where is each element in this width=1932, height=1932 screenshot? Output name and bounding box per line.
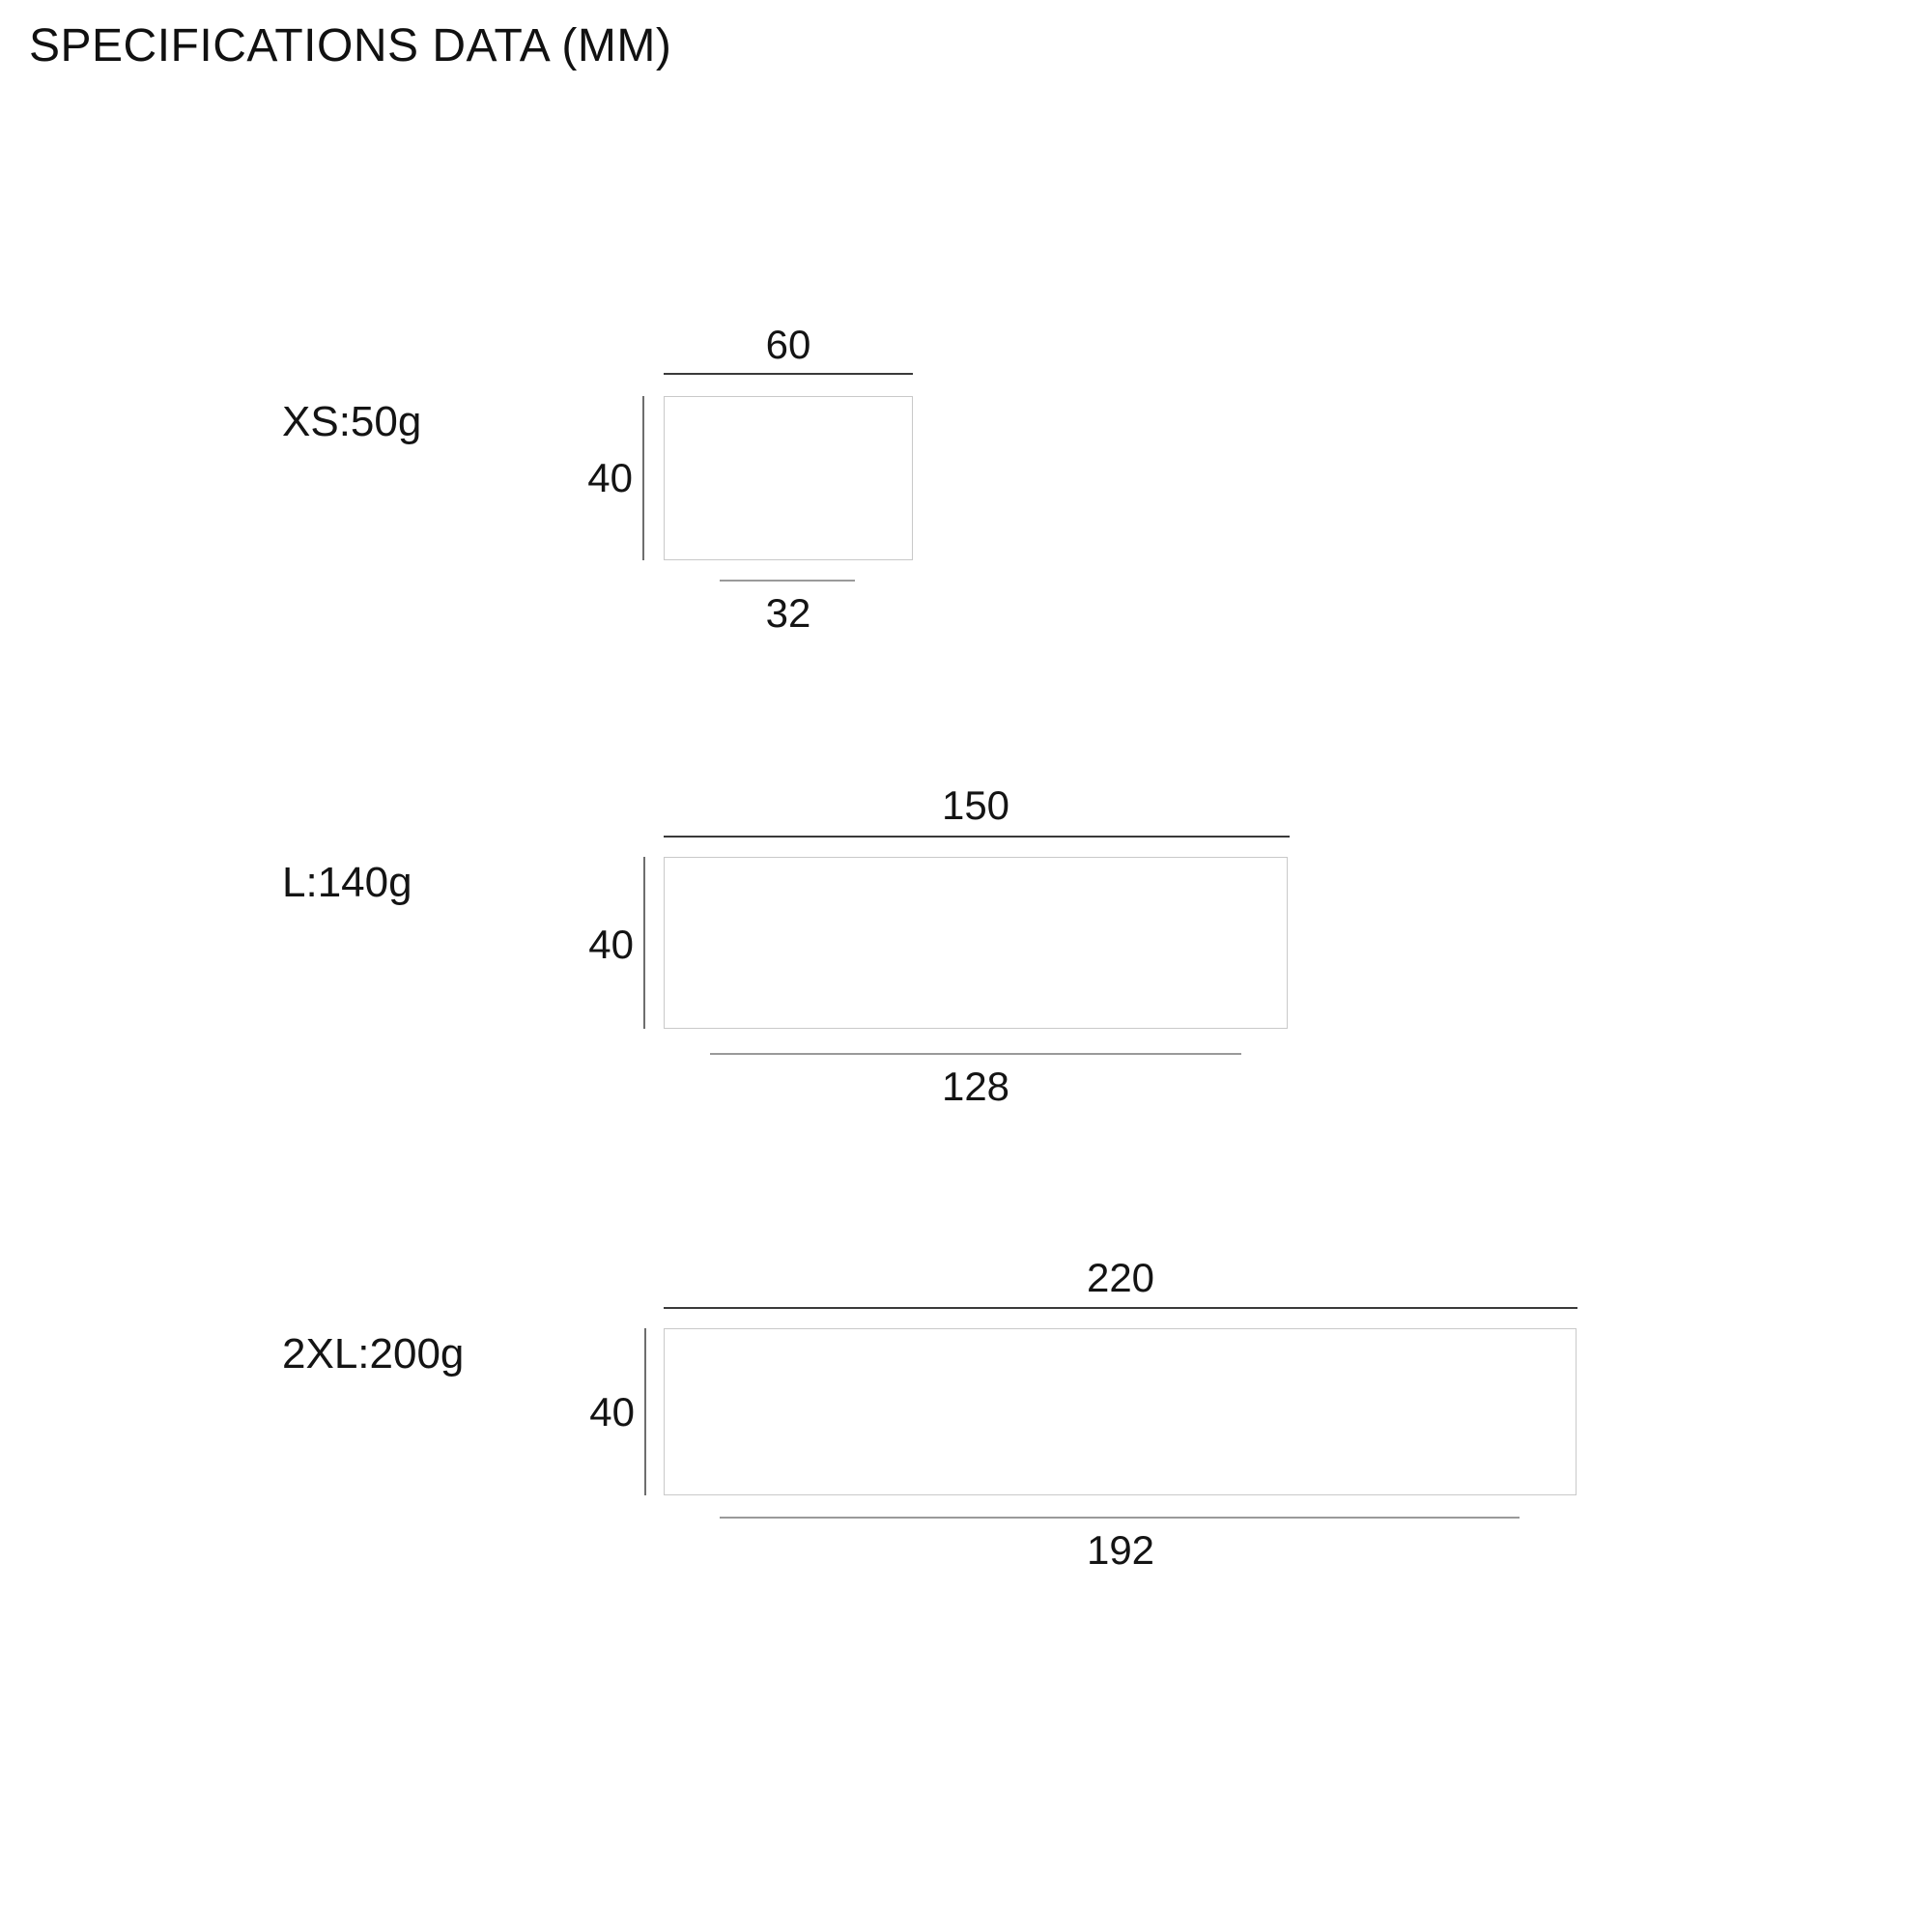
- bottom-dimension-line: [720, 580, 855, 582]
- bottom-dimension-line: [710, 1053, 1241, 1055]
- top-dimension-line: [664, 836, 1290, 838]
- top-dimension-value: 220: [1086, 1255, 1155, 1300]
- bottom-dimension-value: 32: [765, 590, 811, 636]
- height-dimension-line: [643, 857, 645, 1029]
- bottom-dimension-line: [720, 1517, 1520, 1519]
- height-dimension-value: 40: [589, 1389, 635, 1435]
- top-dimension-value: 60: [765, 322, 811, 367]
- top-dimension-line: [664, 373, 913, 375]
- size-weight-label: XS:50g: [282, 398, 422, 445]
- height-dimension-value: 40: [588, 922, 634, 967]
- bottom-dimension-value: 128: [941, 1064, 1010, 1109]
- height-dimension-line: [642, 396, 644, 560]
- size-weight-label: 2XL:200g: [282, 1330, 465, 1378]
- height-dimension-value: 40: [587, 455, 633, 500]
- bottom-dimension-value: 192: [1086, 1527, 1155, 1573]
- height-dimension-line: [644, 1328, 646, 1495]
- page-title: SPECIFICATIONS DATA (MM): [29, 20, 672, 71]
- product-outline-rect: [664, 396, 913, 560]
- product-outline-rect: [664, 1328, 1577, 1495]
- top-dimension-line: [664, 1307, 1577, 1309]
- size-weight-label: L:140g: [282, 859, 412, 906]
- top-dimension-value: 150: [941, 782, 1010, 828]
- product-outline-rect: [664, 857, 1288, 1029]
